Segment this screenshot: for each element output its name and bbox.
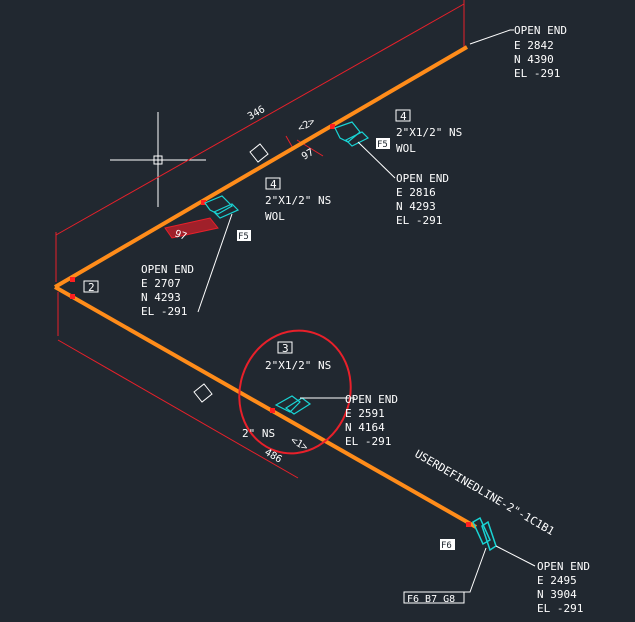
svg-text:EL -291: EL -291	[514, 67, 560, 80]
annotation-end-mid: OPEN END E 2816 N 4293 EL -291	[396, 172, 449, 227]
svg-text:EL -291: EL -291	[345, 435, 391, 448]
dim-346: 346	[246, 104, 267, 123]
dim-486: 486	[263, 447, 284, 466]
branch-a-size: 2"X1/2" NS	[396, 126, 462, 139]
svg-text:OPEN END: OPEN END	[396, 172, 449, 185]
svg-text:E 2591: E 2591	[345, 407, 385, 420]
fitting-code-f5-mid: F5	[238, 232, 249, 242]
svg-text:N 3904: N 3904	[537, 588, 577, 601]
tag-4-upper: 4	[400, 110, 407, 123]
branch-b-size: 2"X1/2" NS	[265, 194, 331, 207]
svg-text:EL -291: EL -291	[396, 214, 442, 227]
weld-symbol-icon	[164, 217, 219, 239]
branch-c-size: 2"X1/2" NS	[265, 359, 331, 372]
pipe-run	[53, 45, 477, 529]
svg-text:E 2707: E 2707	[141, 277, 181, 290]
fitting-olet-mid[interactable]	[204, 195, 240, 219]
svg-text:N 4293: N 4293	[396, 200, 436, 213]
line-number-a: <2>	[296, 116, 317, 135]
branch-b-type: WOL	[265, 210, 285, 223]
svg-text:OPEN END: OPEN END	[514, 24, 567, 37]
svg-text:E 2842: E 2842	[514, 39, 554, 52]
svg-text:EL -291: EL -291	[537, 602, 583, 615]
pipe-upper	[53, 45, 469, 289]
svg-text:E 2816: E 2816	[396, 186, 436, 199]
fitting-code-f6: F6	[441, 541, 452, 551]
annotation-end-left: OPEN END E 2707 N 4293 EL -291	[141, 263, 194, 318]
fitting-code-boxes	[237, 138, 455, 550]
pipe-node-markers	[70, 124, 471, 527]
fitting-olet-lower[interactable]	[274, 395, 312, 415]
dim-97-weld: 97	[173, 228, 188, 242]
tag-2: 2	[88, 281, 95, 294]
svg-text:EL -291: EL -291	[141, 305, 187, 318]
svg-text:E 2495: E 2495	[537, 574, 577, 587]
svg-text:OPEN END: OPEN END	[345, 393, 398, 406]
support-symbols	[193, 143, 269, 403]
branch-c-ns: 2" NS	[242, 427, 275, 440]
annotation-end-bottom: OPEN END E 2495 N 3904 EL -291	[537, 560, 590, 615]
svg-text:OPEN END: OPEN END	[537, 560, 590, 573]
fitting-olet-upper[interactable]	[334, 121, 370, 147]
svg-text:OPEN END: OPEN END	[141, 263, 194, 276]
svg-text:N 4164: N 4164	[345, 421, 385, 434]
tag-3: 3	[282, 342, 289, 355]
markup-circle[interactable]	[224, 316, 367, 468]
annotation-end-lower: OPEN END E 2591 N 4164 EL -291	[345, 393, 398, 448]
pipe-lower	[54, 285, 477, 529]
tag-boxes	[83, 109, 465, 604]
bom-box-text: F6 B7 G8	[407, 594, 455, 605]
dimension-lines	[55, 0, 465, 479]
tag-4-mid: 4	[270, 178, 277, 191]
branch-a-type: WOL	[396, 142, 416, 155]
fitting-flange-end[interactable]	[472, 516, 497, 552]
svg-text:N 4390: N 4390	[514, 53, 554, 66]
svg-text:N 4293: N 4293	[141, 291, 181, 304]
annotation-end-top: OPEN END E 2842 N 4390 EL -291	[514, 24, 567, 80]
dim-97-upper: 97	[300, 147, 316, 163]
fitting-code-f5-upper: F5	[377, 140, 388, 150]
crosshair-cursor-icon	[110, 112, 206, 207]
